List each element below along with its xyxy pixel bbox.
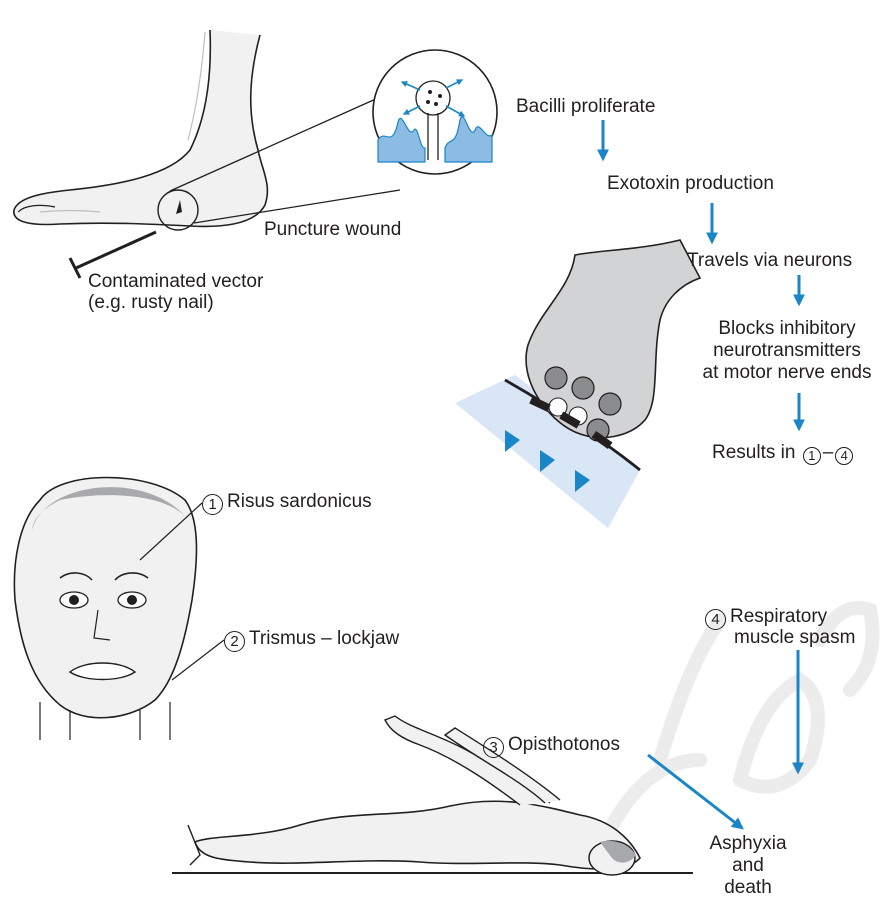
flow-step-3: Travels via neurons (687, 250, 852, 272)
vector-label-line1: Contaminated vector (88, 271, 263, 293)
vector-label-line2: (e.g. rusty nail) (88, 292, 214, 314)
circled-number-1: 1 (803, 447, 821, 465)
flow-step-4-line1: Blocks inhibitory (684, 318, 890, 340)
flow-step-4-line3: at motor nerve ends (684, 362, 890, 384)
trismus-number: 2 (224, 631, 245, 652)
respiratory-text-line1: Respiratory (730, 606, 827, 627)
risus-number: 1 (202, 494, 223, 515)
circled-number-4: 4 (835, 447, 853, 465)
puncture-wound-label: Puncture wound (264, 219, 401, 241)
flow-step-1: Bacilli proliferate (516, 96, 655, 118)
trismus-text: Trismus – lockjaw (249, 628, 399, 649)
risus-text: Risus sardonicus (227, 491, 372, 512)
respiratory-number: 4 (705, 609, 726, 630)
asphyxia-line1: Asphyxia (700, 833, 796, 855)
flow-step-4-line2: neurotransmitters (684, 340, 890, 362)
flow-step-5-dash: – (823, 442, 834, 463)
asphyxia-line3: death (700, 877, 796, 899)
asphyxia-label: Asphyxia and death (700, 833, 796, 899)
respiratory-text-line2: muscle spasm (734, 627, 855, 649)
foot-illustration (14, 30, 400, 230)
synapse-illustration (455, 240, 700, 528)
face-illustration (14, 478, 224, 741)
opisthotonos-text: Opisthotonos (508, 734, 620, 755)
flow-step-5: Results in 1–4 (712, 442, 855, 465)
flow-step-5-prefix: Results in (712, 442, 795, 463)
asphyxia-line2: and (700, 855, 796, 877)
opisthotonos-number: 3 (483, 737, 504, 758)
flow-step-2: Exotoxin production (607, 173, 774, 195)
bacteria-magnifier-icon (373, 50, 497, 174)
flow-step-4: Blocks inhibitory neurotransmitters at m… (684, 318, 890, 384)
